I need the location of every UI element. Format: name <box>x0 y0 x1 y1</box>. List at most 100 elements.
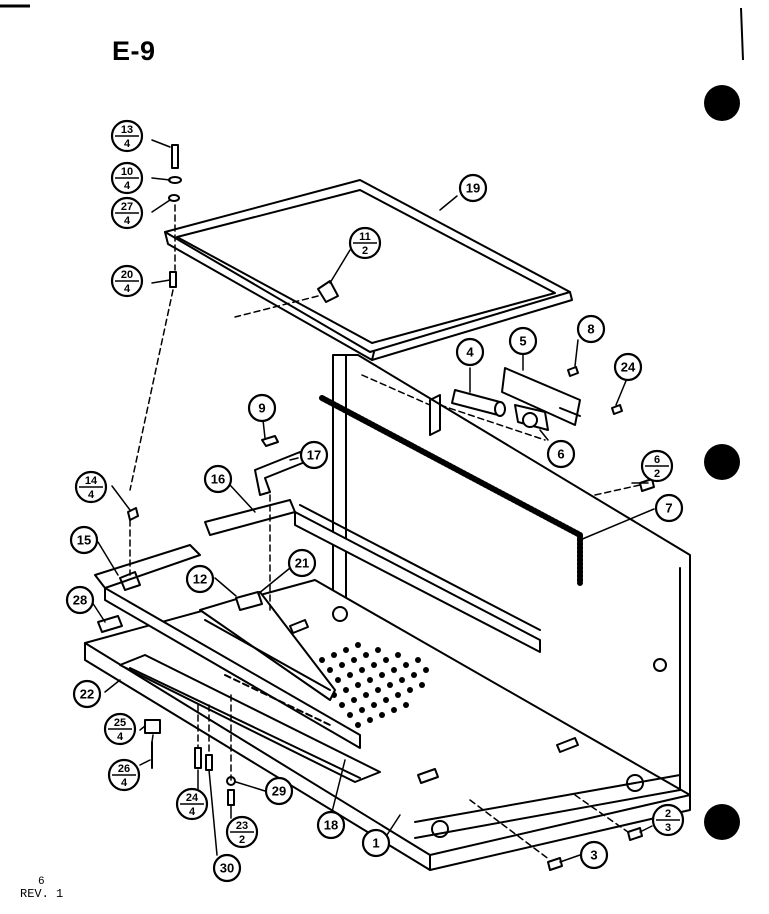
callout-quantity: 2 <box>654 468 660 480</box>
callout-quantity: 4 <box>124 138 131 150</box>
callout-number: 11 <box>359 231 371 243</box>
callout-2-of-3: 23 <box>651 803 685 837</box>
callout-number: 16 <box>211 472 225 487</box>
page-footer: 6 REV. 1 <box>20 876 63 900</box>
callout-30: 30 <box>212 853 242 883</box>
callout-quantity: 4 <box>189 806 196 818</box>
binder-hole <box>704 85 740 121</box>
callout-26-of-4: 264 <box>107 758 141 792</box>
binder-hole <box>704 804 740 840</box>
callout-quantity: 4 <box>117 731 124 743</box>
callout-number: 3 <box>590 848 597 863</box>
slide-bracket <box>119 654 381 783</box>
callout-number: 23 <box>236 820 248 832</box>
callout-quantity: 4 <box>124 180 131 192</box>
callout-27-of-4: 274 <box>110 196 144 230</box>
page-number: 6 <box>38 876 45 888</box>
callout-number: 19 <box>466 181 480 196</box>
callout-quantity: 4 <box>88 489 95 501</box>
callout-24: 24 <box>613 352 643 382</box>
callout-17: 17 <box>299 440 329 470</box>
callout-23-of-2: 232 <box>225 815 259 849</box>
callout-number: 29 <box>272 784 286 799</box>
gasket-strip <box>319 395 583 586</box>
switch-bracket <box>501 367 581 426</box>
tube-part <box>451 389 506 417</box>
diagram-title: E-9 <box>112 36 156 66</box>
callout-24-of-4: 244 <box>175 787 209 821</box>
callout-20-of-4: 204 <box>110 264 144 298</box>
callout-number: 6 <box>654 454 660 466</box>
callout-number: 24 <box>186 792 199 804</box>
callout-quantity: 2 <box>239 834 245 846</box>
callout-quantity: 4 <box>124 283 131 295</box>
callout-28: 28 <box>65 585 95 615</box>
callout-14-of-4: 144 <box>74 470 108 504</box>
rear-rail <box>204 499 541 653</box>
binder-hole <box>704 444 740 480</box>
callout-number: 27 <box>121 201 133 213</box>
callout-4: 4 <box>455 337 485 367</box>
callout-number: 26 <box>118 763 130 775</box>
callout-11-of-2: 112 <box>348 226 382 260</box>
callout-6-of-2: 62 <box>640 449 674 483</box>
callout-number: 9 <box>258 401 265 416</box>
callout-13-of-4: 134 <box>110 119 144 153</box>
callout-16: 16 <box>203 464 233 494</box>
callout-number: 22 <box>80 687 94 702</box>
small-bracket <box>97 591 263 633</box>
callout-12: 12 <box>185 564 215 594</box>
callout-8: 8 <box>576 314 606 344</box>
callout-number: 14 <box>85 475 98 487</box>
callout-quantity: 3 <box>665 822 671 834</box>
callout-number: 12 <box>193 572 207 587</box>
callout-number: 30 <box>220 861 234 876</box>
leader-lines <box>91 139 655 863</box>
callout-number: 15 <box>77 533 91 548</box>
callout-29: 29 <box>264 776 294 806</box>
callout-1: 1 <box>361 828 391 858</box>
callout-number: 13 <box>121 124 133 136</box>
callout-number: 17 <box>307 448 321 463</box>
callout-number: 7 <box>665 501 672 516</box>
callout-number: 28 <box>73 593 87 608</box>
callout-5: 5 <box>508 326 538 356</box>
callout-number: 24 <box>621 360 636 375</box>
front-rail <box>94 544 361 749</box>
callout-6: 6 <box>546 439 576 469</box>
callout-number: 4 <box>466 345 474 360</box>
callout-number: 5 <box>519 334 526 349</box>
callout-18: 18 <box>316 810 346 840</box>
fastener-stack <box>127 144 655 871</box>
callout-10-of-4: 104 <box>110 161 144 195</box>
callout-number: 18 <box>324 818 338 833</box>
clip-bracket <box>254 435 306 496</box>
callout-number: 20 <box>121 269 133 281</box>
assembly-lines <box>129 204 641 861</box>
callout-number: 8 <box>587 322 594 337</box>
callout-number: 25 <box>114 717 126 729</box>
callout-9: 9 <box>247 393 277 423</box>
callout-number: 10 <box>121 166 133 178</box>
callout-quantity: 4 <box>121 777 128 789</box>
callout-quantity: 2 <box>362 245 368 257</box>
callout-quantity: 4 <box>124 215 131 227</box>
callout-number: 1 <box>372 836 379 851</box>
callout-19: 19 <box>458 173 488 203</box>
callout-15: 15 <box>69 525 99 555</box>
revision-label: REV. 1 <box>20 887 64 901</box>
callout-number: 2 <box>665 808 671 820</box>
callout-number: 21 <box>295 556 309 571</box>
callout-number: 6 <box>557 447 564 462</box>
callout-22: 22 <box>72 679 102 709</box>
scan-edge-mark <box>740 7 744 61</box>
top-lid-panel <box>164 179 573 361</box>
callout-25-of-4: 254 <box>103 712 137 746</box>
callout-21: 21 <box>287 548 317 578</box>
callout-3: 3 <box>579 840 609 870</box>
switch-part <box>514 404 549 431</box>
callout-7: 7 <box>654 493 684 523</box>
